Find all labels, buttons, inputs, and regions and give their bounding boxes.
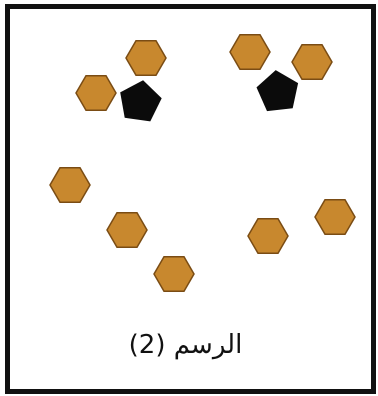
- hexagon-bottom-left-pair-8: [154, 257, 194, 292]
- hexagon-top-right-3: [230, 35, 270, 70]
- hexagon-top-right-4: [292, 45, 332, 80]
- hexagon-bottom-right-pair-9: [248, 219, 288, 254]
- hexagon-bottom-right-pair-10: [315, 200, 355, 235]
- pentagon-top-right-5: [257, 70, 299, 111]
- hexagon-middle-left-6: [50, 168, 90, 203]
- pentagon-top-left-2: [120, 80, 162, 121]
- hexagon-bottom-left-pair-7: [107, 213, 147, 248]
- hexagon-top-left-0: [126, 41, 166, 76]
- figure-caption: الرسم (2): [0, 330, 371, 360]
- hexagon-top-left-1: [76, 76, 116, 111]
